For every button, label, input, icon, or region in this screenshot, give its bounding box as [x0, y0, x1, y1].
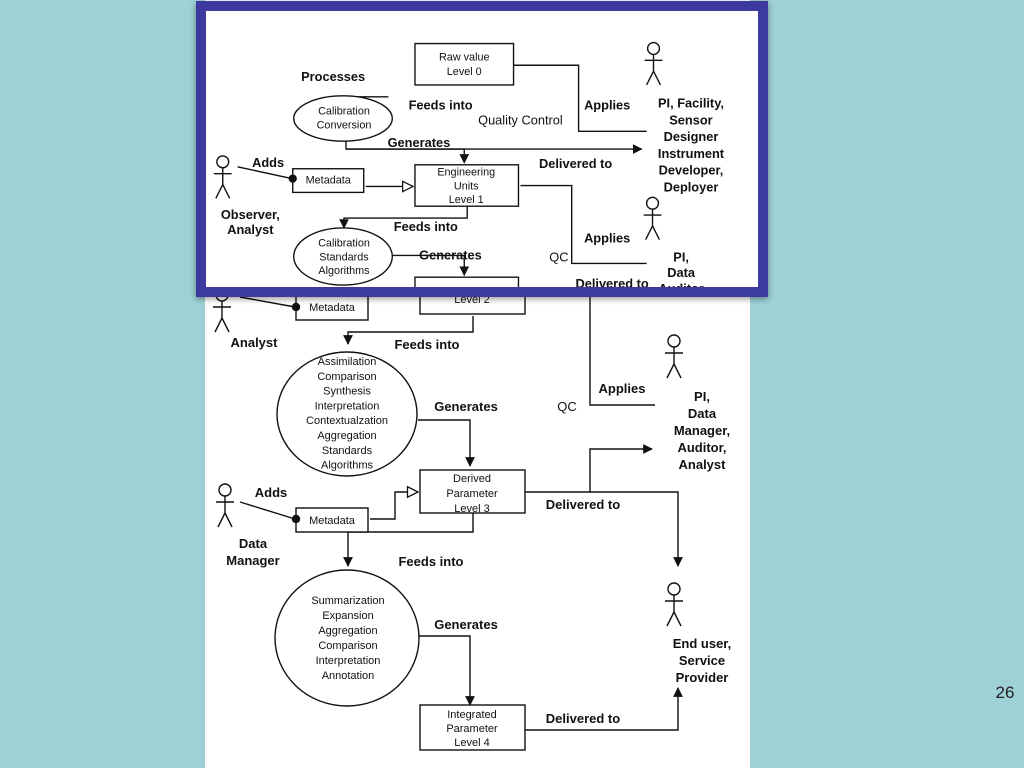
- zoom-level2-box: [414, 276, 520, 287]
- zoom-delivered-to-label-2: Delivered to: [575, 276, 648, 287]
- zoom-generates-label-2: Generates: [419, 247, 482, 262]
- level2-label: Level 2: [454, 294, 489, 306]
- zoom-applies-label-2: Applies: [584, 231, 630, 246]
- actor-label-analyst: Analyst: [231, 335, 279, 350]
- process-assimilation: [276, 351, 418, 477]
- zoom-adds-label-1: Adds: [252, 155, 284, 170]
- feeds-into-label-3: Feeds into: [394, 337, 459, 352]
- actor-data-manager: [215, 483, 235, 528]
- zoom-metadata-label-1: Metadata: [306, 175, 352, 187]
- zoom-actor-pi-data-auditor: [642, 196, 663, 241]
- delivered-to-label-3: Delivered to: [546, 497, 620, 512]
- adds-label-2: Adds: [255, 485, 288, 500]
- metadata-label-3: Metadata: [309, 515, 356, 527]
- zoom-actor-sensor-designer: [643, 41, 664, 86]
- zoom-raw-value-box: [414, 42, 515, 86]
- zoom-generates-label-1: Generates: [388, 135, 451, 150]
- zoom-actor-observer: [213, 155, 233, 200]
- zoom-actor-label-observer: Observer,Analyst: [221, 207, 280, 237]
- metadata-label-2: Metadata: [309, 302, 356, 314]
- generates-label-3: Generates: [434, 399, 498, 414]
- qc-label-2: QC: [557, 399, 577, 414]
- process-summarization: [274, 569, 420, 707]
- zoom-process-calibration-conversion: [293, 95, 393, 142]
- generates-label-4: Generates: [434, 617, 498, 632]
- actor-end-user: [664, 582, 684, 627]
- zoom-engineering-units-box: [414, 164, 520, 207]
- zoom-applies-label-1: Applies: [584, 98, 630, 113]
- page-number: 26: [995, 683, 1015, 702]
- applies-label-3: Applies: [599, 381, 646, 396]
- zoom-feeds-into-label-2: Feeds into: [394, 219, 458, 234]
- integrated-parameter-box: [419, 704, 526, 751]
- zoom-process-calibration-standards: [293, 227, 393, 286]
- actor-data-manager-auditor: [664, 334, 684, 379]
- feeds-into-label-4: Feeds into: [398, 554, 463, 569]
- derived-parameter-box: [419, 469, 526, 514]
- zoom-processes-label: Processes: [301, 69, 365, 84]
- zoom-feeds-into-label-1: Feeds into: [409, 98, 473, 113]
- zoom-delivered-to-label-1: Delivered to: [539, 156, 612, 171]
- delivered-to-label-4: Delivered to: [546, 711, 620, 726]
- zoom-qc-label-1: QC: [549, 249, 568, 264]
- zoom-quality-control-label: Quality Control: [478, 112, 563, 127]
